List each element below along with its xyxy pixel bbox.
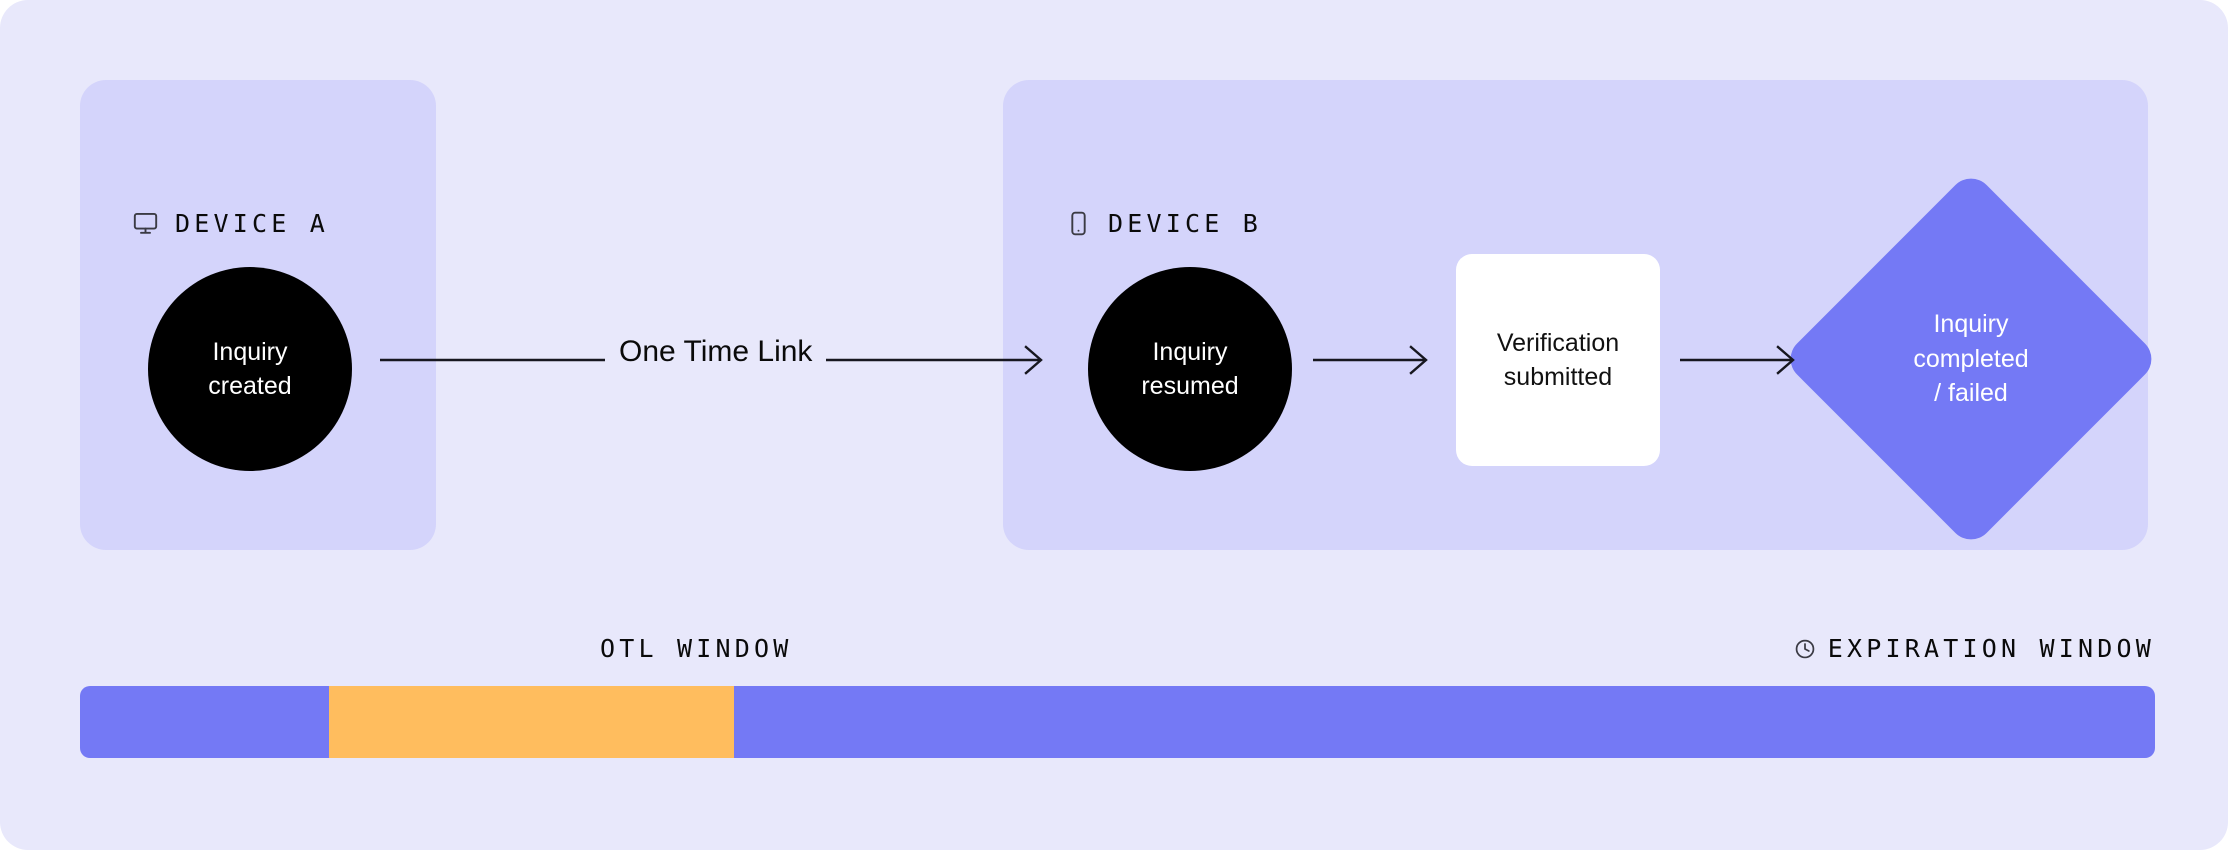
device-b-header: DEVICE B	[1065, 210, 1262, 237]
node-inquiry-created: Inquiry created	[148, 267, 352, 471]
node-inquiry-completed-line2: completed	[1913, 344, 2029, 373]
monitor-icon	[132, 210, 159, 237]
otl-window-label: OTL WINDOW	[600, 636, 793, 661]
device-a-header: DEVICE A	[132, 210, 329, 237]
expiration-window-text: EXPIRATION WINDOW	[1827, 634, 2155, 663]
node-inquiry-created-line1: Inquiry	[212, 337, 288, 366]
timeline-segment-otl-window	[329, 686, 734, 758]
device-b-title: DEVICE B	[1108, 209, 1263, 238]
timeline-labels: OTL WINDOW EXPIRATION WINDOW	[80, 636, 2155, 670]
mobile-phone-icon	[1065, 210, 1092, 237]
timeline-segment-pre-otl	[80, 686, 329, 758]
one-time-link-label: One Time Link	[605, 331, 827, 373]
arrow-right-icon-verification-to-completed	[1678, 340, 1810, 380]
arrow-right-icon-resumed-to-verification	[1311, 340, 1443, 380]
node-inquiry-created-line2: created	[208, 372, 292, 400]
timeline-segment-expiration	[733, 686, 2155, 758]
diamond-label: Inquiry completed / failed	[1837, 225, 2105, 493]
node-verification-submitted-line2: submitted	[1503, 363, 1613, 391]
device-a-title: DEVICE A	[175, 209, 330, 238]
node-inquiry-resumed: Inquiry resumed	[1088, 267, 1292, 471]
node-inquiry-completed-failed: Inquiry completed / failed	[1781, 169, 2161, 549]
node-verification-submitted: Verification submitted	[1456, 254, 1660, 466]
timeline-bar	[80, 686, 2155, 758]
expiration-window-label: EXPIRATION WINDOW	[1794, 636, 2155, 661]
otl-window-text: OTL WINDOW	[600, 634, 793, 663]
node-verification-submitted-line1: Verification	[1496, 328, 1620, 357]
node-inquiry-resumed-line1: Inquiry	[1152, 337, 1228, 366]
clock-icon	[1794, 638, 1816, 660]
node-inquiry-completed-line3: / failed	[1934, 379, 2008, 408]
node-inquiry-resumed-line2: resumed	[1141, 372, 1239, 400]
node-inquiry-completed-line1: Inquiry	[1933, 310, 2009, 339]
